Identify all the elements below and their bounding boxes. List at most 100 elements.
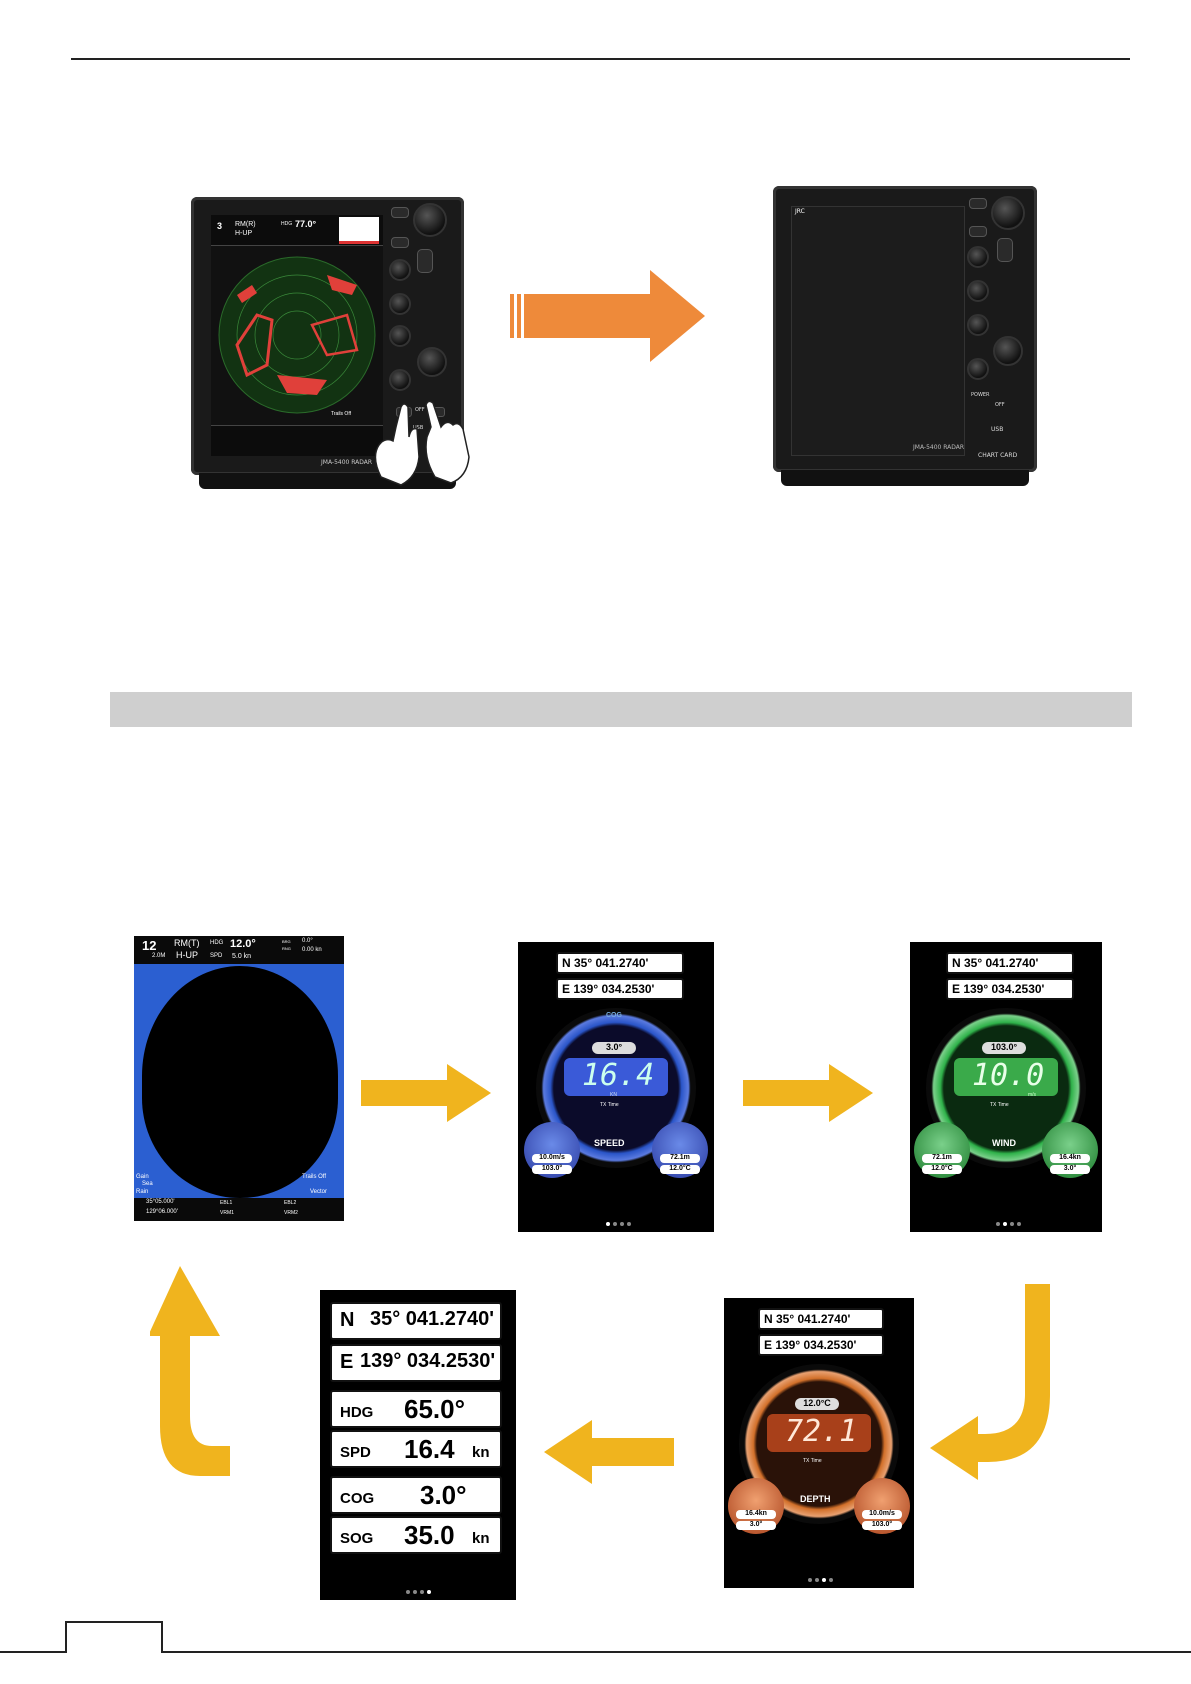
radar-unit-before: 3 RM(R) H-UP HDG 77.0° Trails Off JMA-54… xyxy=(191,197,470,489)
brill-knob[interactable] xyxy=(389,369,411,391)
arrow-speed-to-wind xyxy=(743,1064,873,1122)
multi-knob[interactable] xyxy=(417,347,447,377)
speed-name: SPEED xyxy=(594,1138,625,1148)
wind-lat-box: N 35° 041.2740' xyxy=(946,952,1074,974)
section-heading-band xyxy=(110,692,1132,727)
off-label: OFF xyxy=(415,407,425,413)
nav-sog-label: SOG xyxy=(340,1530,374,1547)
page-dot-2 xyxy=(613,1222,617,1226)
transition-arrow-orange xyxy=(510,270,705,362)
radar-thumb-range-unit: 2.0M xyxy=(152,953,166,959)
radar-thumb-spd-value: 5.0 kn xyxy=(232,953,252,960)
wind-big-value: 10.0 xyxy=(972,1058,1045,1093)
radar-thumb-rng-value: 0.00 kn xyxy=(302,947,322,953)
page-dot-2 xyxy=(1003,1222,1007,1226)
radar-thumb-orientation: H-UP xyxy=(176,950,198,960)
nav-lat-value: 35° 041.2740' xyxy=(370,1308,494,1330)
radar-thumb-rng-label: RNG xyxy=(282,946,291,951)
wind-top-value: 103.0° xyxy=(982,1042,1026,1054)
speed-left-val1: 10.0m/s xyxy=(532,1154,572,1163)
wind-lon-box: E 139° 034.2530' xyxy=(946,978,1074,1000)
gain-knob-after[interactable] xyxy=(967,246,989,268)
speed-left-val2: 103.0° xyxy=(532,1165,572,1174)
radar-thumb-lat: 35°05.000' xyxy=(146,1199,175,1205)
nav-hdg-label: HDG xyxy=(340,1404,374,1421)
radar-thumb-blackout xyxy=(142,966,338,1198)
radar-thumb-lon: 129°06.000' xyxy=(146,1209,178,1215)
usb-label: USB xyxy=(413,425,424,431)
wind-right-val2: 3.0° xyxy=(1050,1165,1090,1174)
nav-sog-row: SOG 35.0 kn xyxy=(330,1516,502,1554)
alert-box xyxy=(339,217,379,244)
nav-data-screen: N 35° 041.2740' E 139° 034.2530' HDG 65.… xyxy=(320,1290,516,1600)
power-label: POWER xyxy=(971,392,990,398)
page-dot-4 xyxy=(427,1590,431,1594)
range-up-button[interactable] xyxy=(417,249,433,273)
blank-screen xyxy=(791,206,965,456)
footer-rule xyxy=(0,1621,1191,1653)
cursor-pad-after[interactable] xyxy=(991,196,1025,230)
model-label-after: JMA-5400 RADAR xyxy=(913,444,965,451)
page-dot-4 xyxy=(1017,1222,1021,1226)
depth-left-val1: 16.4kn xyxy=(736,1510,776,1519)
clr-button-after[interactable] xyxy=(969,226,987,237)
range-button-after[interactable] xyxy=(997,238,1013,262)
radar-thumb-vrm2: VRM2 xyxy=(284,1210,298,1216)
rain-knob-after[interactable] xyxy=(967,314,989,336)
speed-big-value: 16.4 xyxy=(582,1058,655,1093)
brill-knob-after[interactable] xyxy=(967,358,989,380)
mode-label: RM(R) xyxy=(235,221,256,228)
page-dot-2 xyxy=(413,1590,417,1594)
depth-lcd xyxy=(767,1414,871,1452)
radar-screen-before: 3 RM(R) H-UP HDG 77.0° Trails Off xyxy=(211,215,383,456)
sea-knob[interactable] xyxy=(389,293,411,315)
jrc-logo: JRC xyxy=(795,208,805,215)
wind-tx-time: TX Time xyxy=(990,1102,1009,1108)
depth-right-val1: 10.0m/s xyxy=(862,1510,902,1519)
wind-left-val2: 12.0°C xyxy=(922,1165,962,1174)
page-dot-1 xyxy=(406,1590,410,1594)
nav-hdg-row: HDG 65.0° xyxy=(330,1390,502,1428)
hands-illustration xyxy=(374,400,470,486)
nav-lat-row: N 35° 041.2740' xyxy=(330,1302,502,1340)
nav-cog-row: COG 3.0° xyxy=(330,1476,502,1514)
speed-top-value: 3.0° xyxy=(592,1042,636,1054)
depth-lat-box: N 35° 041.2740' xyxy=(758,1308,884,1330)
chart-card-label: CHART CARD xyxy=(978,452,1018,459)
radar-thumb-vector: Vector xyxy=(310,1189,328,1195)
radar-thumb-range: 12 xyxy=(142,938,157,953)
radar-screen-thumb: 12 2.0M RM(T) H-UP HDG 12.0° SPD 5.0 kn … xyxy=(134,936,344,1221)
clr-button[interactable] xyxy=(391,237,409,248)
menu-button[interactable] xyxy=(391,207,409,218)
radar-thumb-trails: Trails Off xyxy=(302,1174,327,1180)
cursor-pad[interactable] xyxy=(413,203,447,237)
wind-unit: m/s xyxy=(1028,1092,1037,1098)
multi-knob-after[interactable] xyxy=(993,336,1023,366)
radar-thumb-sea: Sea xyxy=(142,1181,153,1187)
radar-thumb-brg-value: 0.0° xyxy=(302,938,313,944)
radar-thumb-spd-label: SPD xyxy=(210,953,223,959)
nav-spd-row: SPD 16.4 kn xyxy=(330,1430,502,1468)
page-dot-1 xyxy=(606,1222,610,1226)
menu-button-after[interactable] xyxy=(969,198,987,209)
speed-lcd xyxy=(564,1058,668,1096)
gain-knob[interactable] xyxy=(389,259,411,281)
speed-unit: KN xyxy=(610,1092,617,1098)
nav-lat-prefix: N xyxy=(340,1309,355,1331)
radar-unit-after: JRC JMA-5400 RADAR POWER OFF USB CHART C… xyxy=(773,186,1037,486)
page-dot-3 xyxy=(1010,1222,1014,1226)
nav-spd-label: SPD xyxy=(340,1444,371,1461)
page-dot-1 xyxy=(808,1578,812,1582)
trails-label: Trails Off xyxy=(331,411,352,417)
wind-right-val1: 16.4kn xyxy=(1050,1154,1090,1163)
rain-knob[interactable] xyxy=(389,325,411,347)
speed-lat-box: N 35° 041.2740' xyxy=(556,952,684,974)
arrow-radar-to-speed xyxy=(361,1064,491,1122)
radar-thumb-mode: RM(T) xyxy=(174,938,200,948)
arrow-nav-to-radar xyxy=(150,1266,230,1476)
wind-left-val1: 72.1m xyxy=(922,1154,962,1163)
off-label-after: OFF xyxy=(995,402,1005,408)
wind-screen: N 35° 041.2740' E 139° 034.2530' 103.0° … xyxy=(910,942,1102,1232)
radar-thumb-hdg-value: 12.0° xyxy=(230,938,256,950)
sea-knob-after[interactable] xyxy=(967,280,989,302)
